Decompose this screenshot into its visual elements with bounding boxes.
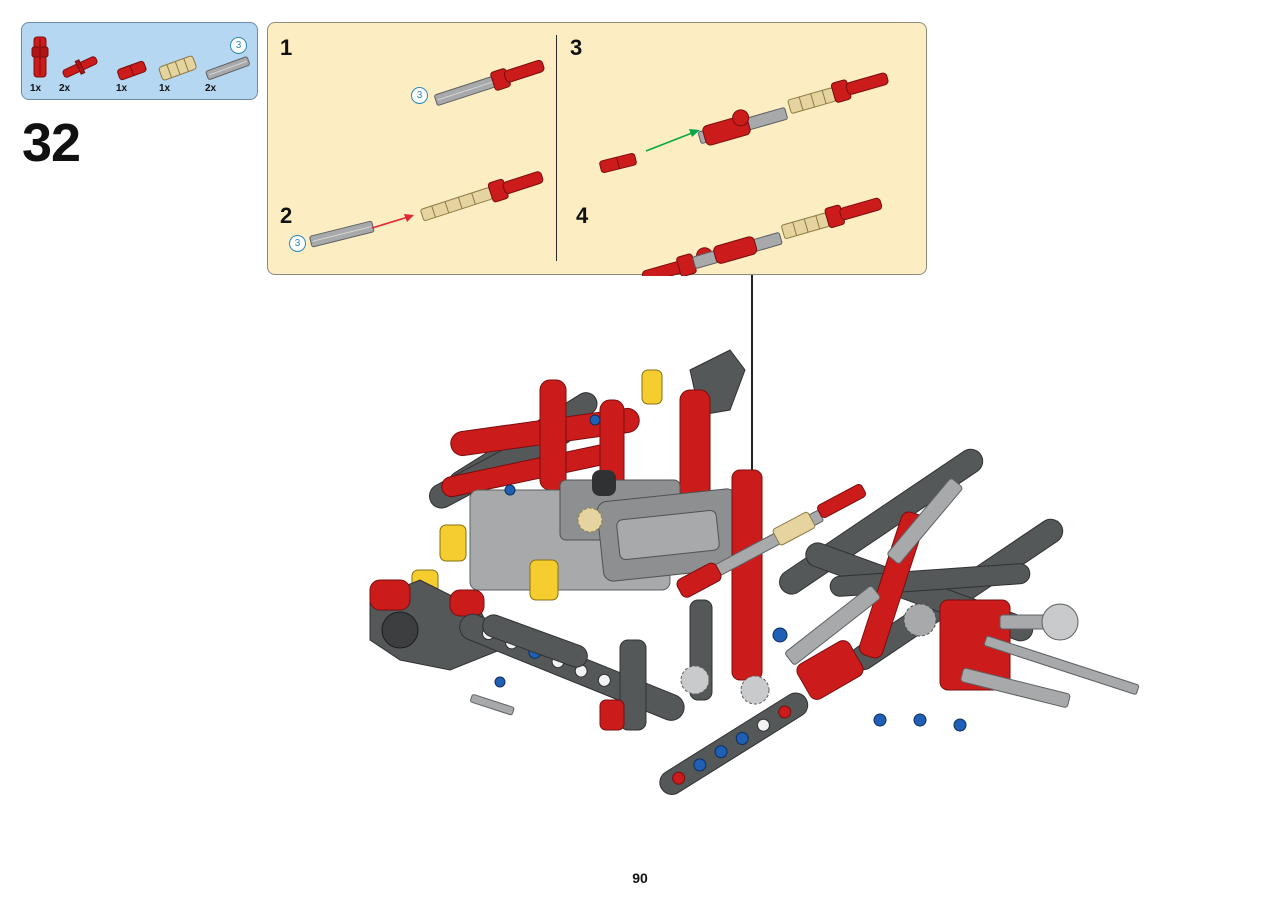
sub-step-number: 3 <box>570 35 583 60</box>
parts-list-panel: 1x 2x 1x 1x 2x 3 <box>21 22 258 100</box>
step-1-assembly <box>434 59 545 106</box>
qty-label: 2x <box>59 83 71 94</box>
axle-length-badge: 3 <box>289 235 306 252</box>
sub-step-number: 1 <box>280 35 293 60</box>
qty-label: 1x <box>116 83 128 94</box>
qty-label: 2x <box>205 83 217 94</box>
red-axle-joiner-icon <box>117 60 147 81</box>
sub-assembly-drawing <box>309 59 889 276</box>
grey-axle-3-icon <box>205 56 250 80</box>
model-illustration <box>369 349 1140 795</box>
step-3-assembly <box>599 72 889 174</box>
qty-label: 1x <box>159 83 171 94</box>
sub-assembly-callout: 1 3 2 3 3 4 <box>267 22 927 276</box>
page-number: 90 <box>632 870 648 886</box>
sub-step-number: 2 <box>280 203 293 228</box>
chassis-assembly <box>369 349 1140 795</box>
tan-bushing-icon <box>158 55 197 81</box>
sub-step-number: 4 <box>576 203 589 228</box>
axle-length-badge: 3 <box>230 37 247 54</box>
step-2-assembly <box>309 171 544 248</box>
red-axle-connector-icon <box>31 36 49 78</box>
step-4-assembly <box>641 197 883 276</box>
step-number: 32 <box>22 113 81 173</box>
front-axle-assembly <box>676 483 866 598</box>
axle-length-badge: 3 <box>411 87 428 104</box>
callout-divider <box>556 35 557 261</box>
callout-leader-line <box>751 275 753 520</box>
motor-block <box>592 470 744 582</box>
qty-label: 1x <box>30 83 42 94</box>
parts-list-drawing <box>31 36 250 81</box>
red-axle-pin-icon <box>62 56 98 78</box>
